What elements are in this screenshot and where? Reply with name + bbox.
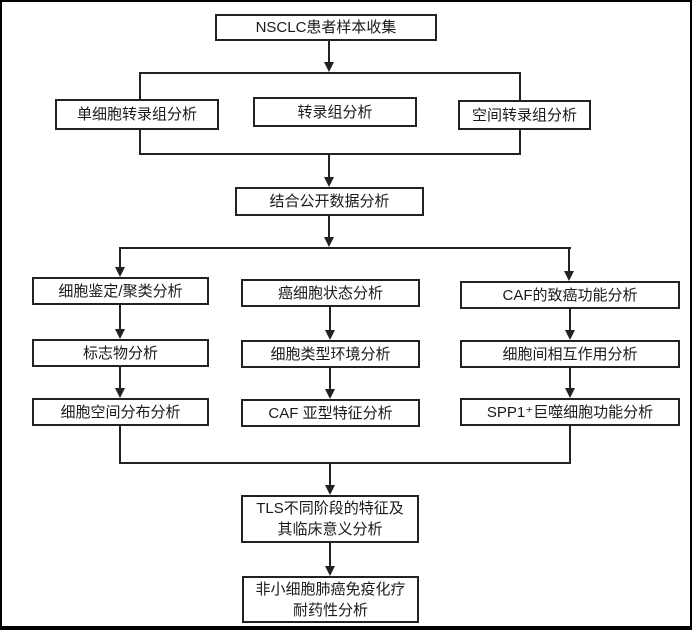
arrowhead-down-icon bbox=[324, 177, 334, 187]
node-spp1-macrophage-function: SPP1⁺巨噬细胞功能分析 bbox=[460, 398, 680, 426]
connector-mid-col-1 bbox=[329, 307, 331, 330]
connector-mid-col-2 bbox=[329, 368, 331, 389]
node-public-data: 结合公开数据分析 bbox=[235, 187, 424, 216]
connector-merge-left bbox=[119, 426, 121, 464]
arrowhead-down-icon bbox=[324, 62, 334, 72]
arrowhead-down-icon bbox=[115, 388, 125, 398]
arrowhead-down-icon bbox=[325, 330, 335, 340]
node-cancer-cell-state: 癌细胞状态分析 bbox=[241, 279, 420, 307]
connector-tls-to-resistance bbox=[329, 543, 331, 566]
node-tls-stage-features: TLS不同阶段的特征及 其临床意义分析 bbox=[241, 495, 419, 543]
connector-branch-right bbox=[568, 247, 570, 271]
node-sample-collection: NSCLC患者样本收集 bbox=[215, 14, 437, 41]
node-marker-analysis: 标志物分析 bbox=[32, 339, 209, 367]
connector-sample-to-group bbox=[328, 41, 330, 62]
merge-rail bbox=[119, 462, 571, 464]
connector-merge-to-tls bbox=[329, 462, 331, 485]
arrowhead-down-icon bbox=[565, 388, 575, 398]
arrowhead-down-icon bbox=[565, 330, 575, 340]
arrowhead-down-icon bbox=[325, 566, 335, 576]
node-cell-identification-clustering: 细胞鉴定/聚类分析 bbox=[32, 277, 209, 305]
connector-merge-right bbox=[569, 426, 571, 464]
arrowhead-down-icon bbox=[564, 271, 574, 281]
arrowhead-down-icon bbox=[324, 237, 334, 247]
node-caf-oncogenic-function: CAF的致癌功能分析 bbox=[460, 281, 680, 309]
connector-left-col-2 bbox=[119, 367, 121, 388]
branch-rail bbox=[119, 247, 571, 249]
connector-left-col-1 bbox=[119, 305, 121, 329]
node-spatial-transcriptome: 空间转录组分析 bbox=[458, 100, 591, 130]
node-transcriptome: 转录组分析 bbox=[253, 97, 417, 127]
arrowhead-down-icon bbox=[115, 329, 125, 339]
connector-public-to-branch bbox=[328, 216, 330, 237]
connector-group-to-public bbox=[328, 155, 330, 177]
arrowhead-down-icon bbox=[325, 389, 335, 399]
node-cell-type-environment: 细胞类型环境分析 bbox=[241, 340, 420, 368]
node-immunochemo-drug-resistance: 非小细胞肺癌免疫化疗 耐药性分析 bbox=[242, 576, 419, 623]
node-cell-interaction: 细胞间相互作用分析 bbox=[460, 340, 680, 368]
arrowhead-down-icon bbox=[325, 485, 335, 495]
node-caf-subtype-features: CAF 亚型特征分析 bbox=[241, 399, 420, 427]
connector-branch-left bbox=[119, 247, 121, 267]
node-single-cell-transcriptome: 单细胞转录组分析 bbox=[55, 99, 219, 130]
connector-right-col-2 bbox=[569, 368, 571, 388]
arrowhead-down-icon bbox=[115, 267, 125, 277]
connector-right-col-1 bbox=[569, 309, 571, 330]
node-cell-spatial-distribution: 细胞空间分布分析 bbox=[32, 398, 209, 426]
